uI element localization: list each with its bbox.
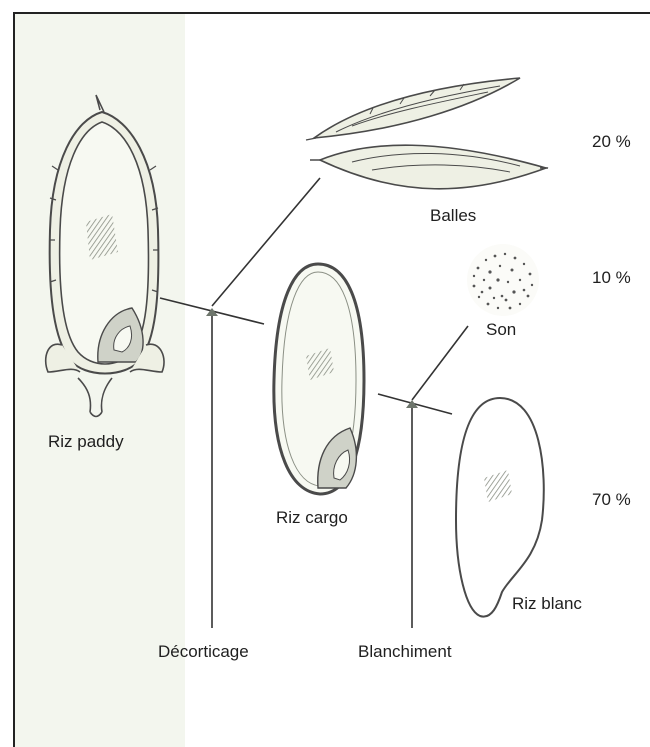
- label-blanchiment: Blanchiment: [358, 642, 452, 662]
- label-riz-blanc: Riz blanc: [512, 594, 582, 614]
- riz-paddy-grain: [46, 95, 164, 417]
- percent-son: 10 %: [592, 268, 631, 288]
- percent-riz-blanc: 70 %: [592, 490, 631, 510]
- label-decorticage: Décorticage: [158, 642, 249, 662]
- percent-balles: 20 %: [592, 132, 631, 152]
- label-riz-paddy: Riz paddy: [48, 432, 124, 452]
- son-bran: [467, 244, 539, 316]
- riz-blanc-grain: [456, 398, 544, 617]
- label-balles: Balles: [430, 206, 476, 226]
- label-riz-cargo: Riz cargo: [276, 508, 348, 528]
- riz-cargo-grain: [274, 264, 364, 494]
- balles-husks: [306, 78, 548, 189]
- label-son: Son: [486, 320, 516, 340]
